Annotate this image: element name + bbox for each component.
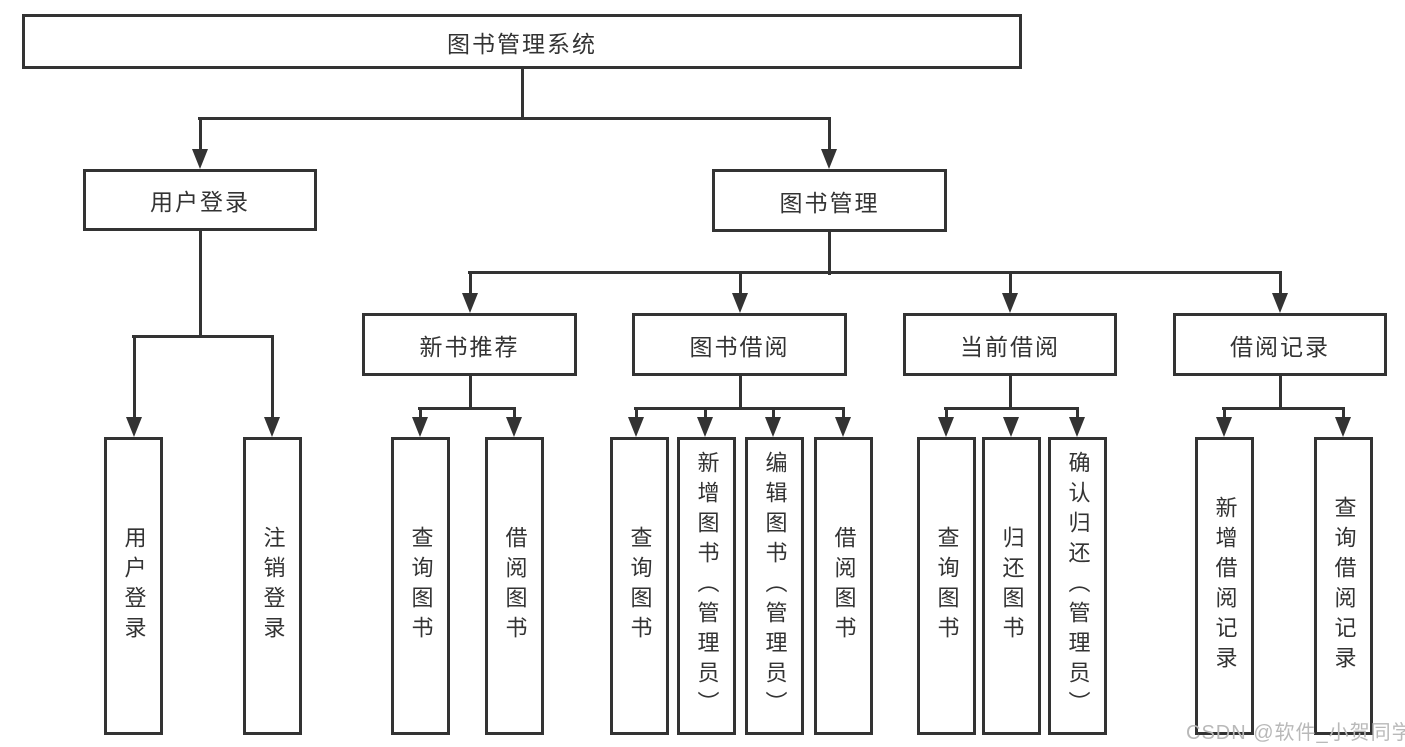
leaf-edit-book-admin: 编辑图书（管理员） <box>745 437 804 735</box>
connector-vline <box>521 69 524 119</box>
arrowhead-down <box>126 417 142 437</box>
node-book-borrow: 图书借阅 <box>632 313 847 376</box>
connector-vline <box>1223 407 1226 419</box>
connector-vline <box>739 271 742 295</box>
leaf-label: 借阅图书 <box>502 526 528 646</box>
leaf-label: 新增借阅记录 <box>1212 496 1238 676</box>
connector-vline <box>739 376 742 410</box>
node-label: 图书管理 <box>779 189 880 216</box>
node-label: 用户登录 <box>150 189 250 215</box>
arrowhead-down <box>1216 417 1232 437</box>
node-borrow-records: 借阅记录 <box>1173 313 1387 376</box>
connector-hline <box>634 407 845 410</box>
connector-vline <box>828 117 831 150</box>
connector-vline <box>1342 407 1345 419</box>
connector-vline <box>704 407 707 419</box>
connector-vline <box>1009 376 1012 410</box>
leaf-label: 查询图书 <box>627 526 653 646</box>
arrowhead-down <box>821 149 837 169</box>
connector-vline <box>842 407 845 419</box>
connector-hline <box>468 271 1282 274</box>
node-label: 图书借阅 <box>689 333 790 360</box>
leaf-query-books: 查询图书 <box>917 437 976 735</box>
leaf-label: 查询图书 <box>934 526 960 646</box>
arrowhead-down <box>1272 293 1288 313</box>
arrowhead-down <box>1335 417 1351 437</box>
leaf-label: 归还图书 <box>999 526 1025 646</box>
connector-vline <box>1009 271 1012 295</box>
leaf-query-borrow-record: 查询借阅记录 <box>1314 437 1373 735</box>
arrowhead-down <box>732 293 748 313</box>
leaf-confirm-return-admin: 确认归还（管理员） <box>1048 437 1107 735</box>
connector-vline <box>1076 407 1079 419</box>
node-library-management-system: 图书管理系统 <box>22 14 1022 69</box>
arrowhead-down <box>765 417 781 437</box>
connector-vline <box>271 335 274 419</box>
arrowhead-down <box>192 149 208 169</box>
connector-vline <box>772 407 775 419</box>
leaf-add-book-admin: 新增图书（管理员） <box>677 437 736 735</box>
leaf-borrow-books: 借阅图书 <box>485 437 544 735</box>
arrowhead-down <box>628 417 644 437</box>
leaf-label: 查询图书 <box>408 526 434 646</box>
node-user-login: 用户登录 <box>83 169 317 231</box>
arrowhead-down <box>697 417 713 437</box>
connector-vline <box>469 376 472 410</box>
connector-hline <box>944 407 1079 410</box>
connector-hline <box>418 407 516 410</box>
leaf-user-login: 用户登录 <box>104 437 163 735</box>
leaf-add-borrow-record: 新增借阅记录 <box>1195 437 1254 735</box>
connector-vline <box>1279 376 1282 410</box>
leaf-label: 用户登录 <box>121 526 147 646</box>
leaf-label: 新增图书（管理员） <box>694 451 720 721</box>
connector-vline <box>513 407 516 419</box>
connector-hline <box>198 117 831 120</box>
node-current-borrow: 当前借阅 <box>903 313 1117 376</box>
watermark: CSDN @软件_小贺同学 <box>1186 722 1405 744</box>
leaf-query-books: 查询图书 <box>391 437 450 735</box>
node-book-management: 图书管理 <box>712 169 947 232</box>
connector-vline <box>945 407 948 419</box>
node-label: 新书推荐 <box>419 333 520 360</box>
node-label: 图书管理系统 <box>447 30 597 57</box>
leaf-query-books: 查询图书 <box>610 437 669 735</box>
arrowhead-down <box>1002 293 1018 313</box>
node-label: 借阅记录 <box>1230 333 1330 360</box>
leaf-return-book: 归还图书 <box>982 437 1041 735</box>
connector-hline <box>132 335 274 338</box>
connector-vline <box>199 117 202 150</box>
leaf-logout: 注销登录 <box>243 437 302 735</box>
connector-vline <box>419 407 422 419</box>
connector-vline <box>1279 271 1282 295</box>
connector-vline <box>635 407 638 419</box>
arrowhead-down <box>938 417 954 437</box>
connector-hline <box>1222 407 1345 410</box>
arrowhead-down <box>412 417 428 437</box>
arrowhead-down <box>835 417 851 437</box>
connector-vline <box>469 271 472 295</box>
arrowhead-down <box>506 417 522 437</box>
leaf-label: 注销登录 <box>260 526 286 646</box>
connector-vline <box>133 335 136 419</box>
connector-vline <box>199 231 202 338</box>
arrowhead-down <box>1003 417 1019 437</box>
arrowhead-down <box>264 417 280 437</box>
connector-vline <box>828 232 831 275</box>
leaf-borrow-books: 借阅图书 <box>814 437 873 735</box>
leaf-label: 借阅图书 <box>831 526 857 646</box>
leaf-label: 编辑图书（管理员） <box>762 451 788 721</box>
arrowhead-down <box>1069 417 1085 437</box>
node-new-book-recommend: 新书推荐 <box>362 313 577 376</box>
leaf-label: 查询借阅记录 <box>1331 496 1357 676</box>
leaf-label: 确认归还（管理员） <box>1065 451 1091 721</box>
node-label: 当前借阅 <box>960 333 1060 360</box>
arrowhead-down <box>462 293 478 313</box>
